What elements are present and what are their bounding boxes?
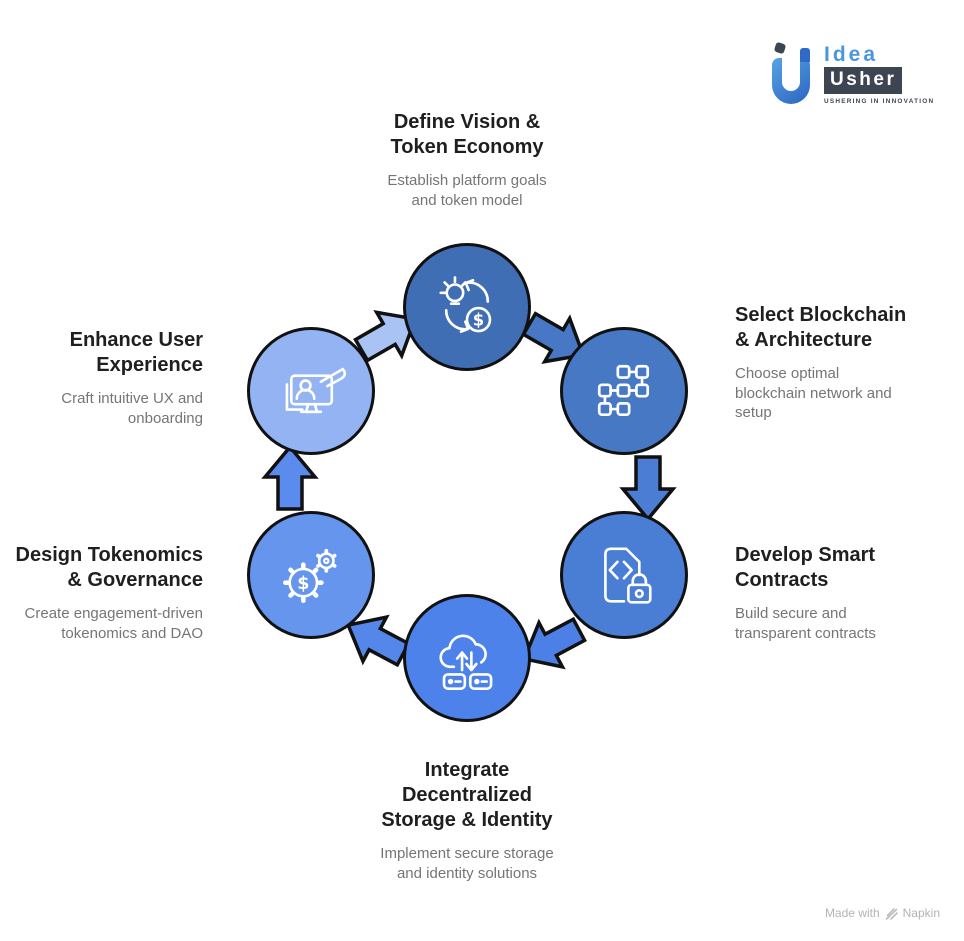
step-label-define-vision: Define Vision & Token Economy Establish … [317, 110, 617, 210]
desc-line: Establish platform goals [387, 172, 547, 189]
step-title: Develop Smart Contracts [735, 543, 950, 593]
idea-usher-logo-mark [772, 41, 818, 112]
step-circle-enhance-ux [247, 327, 375, 455]
desc-line: setup [735, 404, 772, 421]
step-description: Create engagement-driven tokenomics and … [3, 604, 203, 643]
title-line: & Architecture [735, 329, 873, 351]
cloud-storage-sync-icon [439, 634, 493, 690]
title-line: Contracts [735, 569, 829, 591]
step-label-select-blockchain: Select Blockchain & Architecture Choose … [735, 303, 950, 423]
desc-line: Create engagement-driven [24, 605, 203, 622]
desc-line: Build secure and [735, 605, 847, 622]
desc-line: and identity solutions [396, 864, 538, 882]
title-line: Select Blockchain [735, 304, 907, 326]
large-gear: $ [283, 562, 324, 603]
logo-u-hole [782, 57, 800, 91]
logo-word-idea: Idea [824, 43, 879, 66]
step-title: Select Blockchain & Architecture [735, 303, 950, 353]
step-circle-design-tokenomics: $ [247, 511, 375, 639]
title-line: Experience [96, 354, 203, 376]
step-title: Design Tokenomics & Governance [3, 543, 203, 593]
logo-text: Idea Usher USHERING IN INNOVATION [824, 44, 934, 105]
title-line: Integrate [424, 759, 510, 781]
step-circle-develop-smart-contracts [560, 511, 688, 639]
logo-tagline: USHERING IN INNOVATION [824, 98, 935, 105]
blockchain-network-icon [597, 364, 650, 417]
napkin-brand-text: Napkin [902, 906, 940, 920]
step-circle-define-vision: $ [403, 243, 531, 371]
step-description: Build secure and transparent contracts [735, 604, 950, 643]
small-gear [316, 548, 337, 573]
step-description: Implement secure storage and identity so… [317, 844, 617, 883]
desc-line: onboarding [127, 409, 203, 427]
step-title: Define Vision & Token Economy [317, 110, 617, 160]
step-label-enhance-ux: Enhance User Experience Craft intuitive … [3, 328, 203, 428]
desc-line: Implement secure storage [380, 845, 554, 862]
step-circle-integrate-storage [403, 594, 531, 722]
title-line: Develop Smart [735, 544, 876, 566]
made-with-napkin-credit: Made with Napkin [825, 906, 940, 920]
step-description: Establish platform goals and token model [317, 171, 617, 210]
step-circle-select-blockchain [560, 327, 688, 455]
logo-dot-icon [773, 41, 787, 55]
ux-monitor-hand-icon [285, 367, 346, 414]
title-line: Token Economy [390, 136, 544, 158]
smart-contract-document-icon [604, 547, 652, 604]
desc-line: Choose optimal [735, 365, 840, 382]
logo-word-usher: Usher [824, 67, 903, 94]
step-label-integrate-storage: Integrate Decentralized Storage & Identi… [317, 758, 617, 883]
title-line: Storage & Identity [381, 809, 553, 831]
flow-arrow-5 [261, 444, 319, 511]
idea-token-exchange-icon: $ [439, 276, 492, 333]
desc-line: and token model [411, 191, 523, 209]
step-label-develop-smart-contracts: Develop Smart Contracts Build secure and… [735, 543, 950, 643]
title-line: Define Vision & [393, 111, 541, 133]
step-description: Craft intuitive UX and onboarding [3, 389, 203, 428]
title-line: Enhance User [69, 329, 203, 351]
idea-usher-logo: Idea Usher USHERING IN INNOVATION [772, 41, 948, 116]
logo-u-icon [772, 57, 810, 104]
tokenomics-gears-icon: $ [283, 548, 337, 603]
step-title: Enhance User Experience [3, 328, 203, 378]
dollar-glyph: $ [473, 311, 484, 330]
napkin-logo-icon [885, 907, 898, 920]
dollar-glyph: $ [297, 574, 309, 594]
made-with-text: Made with [824, 906, 880, 920]
desc-line: blockchain network and [735, 384, 892, 402]
desc-line: tokenomics and DAO [61, 624, 203, 642]
step-label-design-tokenomics: Design Tokenomics & Governance Create en… [3, 543, 203, 643]
step-title: Integrate Decentralized Storage & Identi… [317, 758, 617, 833]
logo-u-riser [800, 48, 810, 62]
flow-arrow-2 [619, 455, 677, 522]
step-description: Choose optimal blockchain network and se… [735, 364, 950, 423]
title-line: & Governance [67, 569, 203, 591]
title-line: Decentralized [401, 784, 533, 806]
desc-line: transparent contracts [735, 624, 876, 642]
title-line: Design Tokenomics [15, 544, 203, 566]
desc-line: Craft intuitive UX and [61, 390, 203, 407]
